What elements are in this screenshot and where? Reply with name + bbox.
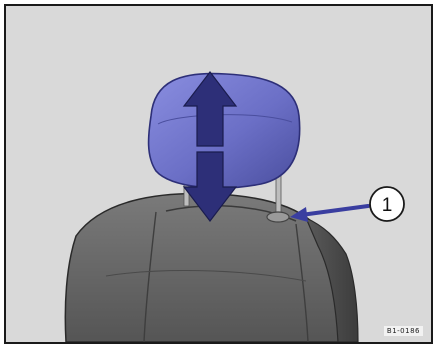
figure-frame: 1 B1-0186 (4, 4, 433, 344)
callout-number: 1 (382, 195, 393, 216)
pointer-arrow-icon (290, 206, 368, 222)
figure-code: B1-0186 (384, 326, 423, 336)
headrest-adjustment-illustration: 1 (6, 6, 431, 342)
callout-marker: 1 (370, 187, 404, 221)
headrest-release-button (267, 212, 289, 222)
